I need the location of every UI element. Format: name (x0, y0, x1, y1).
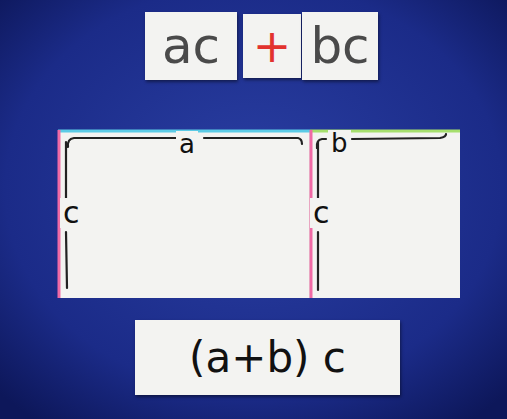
bracket-c (65, 142, 67, 198)
area-rectangle: bc (310, 130, 460, 298)
card-text: + (253, 23, 292, 69)
bracket-b (352, 134, 446, 139)
bracket-c (317, 232, 319, 290)
side-label: a (176, 131, 198, 157)
side-label: c (310, 198, 333, 228)
bracket-c (317, 142, 319, 198)
side-label: c (60, 198, 83, 228)
area-paper (58, 130, 460, 298)
term-card: ac (145, 12, 237, 80)
side-label: b (328, 130, 351, 156)
expression-card: (a+b) c (135, 320, 400, 395)
area-rectangle: ac (58, 130, 310, 298)
card-text: bc (310, 21, 369, 71)
operator-card: + (243, 14, 301, 78)
bracket-a (68, 138, 176, 147)
card-text: (a+b) c (189, 337, 346, 379)
card-text: ac (162, 21, 220, 71)
bracket-a (204, 138, 302, 144)
bracket-c (66, 232, 67, 288)
term-card: bc (302, 12, 378, 80)
